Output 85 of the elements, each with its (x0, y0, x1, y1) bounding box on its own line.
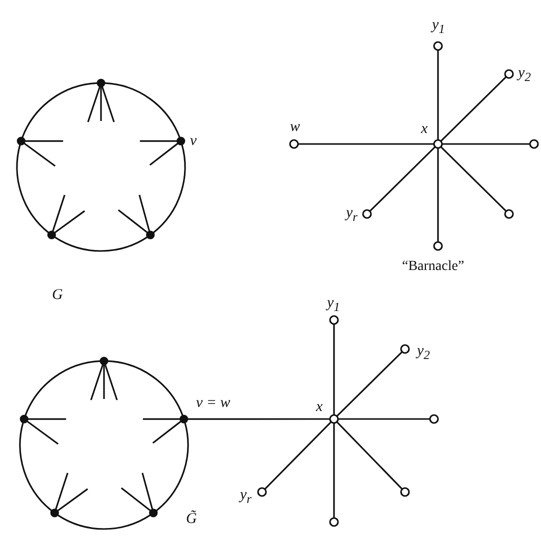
vertex-circle (529, 139, 539, 149)
edge-line (187, 418, 330, 420)
graph-label: G̃ (186, 512, 197, 527)
edge-stub (120, 487, 152, 512)
edge-stub (138, 194, 150, 232)
cycle-arc (24, 360, 101, 416)
edge-stub (24, 140, 64, 142)
vertex-dot (100, 356, 108, 366)
vertex-dot (149, 508, 158, 518)
edge-line (437, 148, 439, 242)
figure-caption: “Barnacle” (402, 260, 464, 274)
edge-stub (142, 472, 154, 510)
vertex-circle (504, 69, 514, 79)
vertex-dot (20, 414, 28, 424)
vertex-label: y$_{r}$ (240, 488, 252, 506)
cycle-arc (22, 82, 98, 138)
cycle-arc (156, 422, 189, 512)
edge-line (437, 50, 439, 140)
vertex-label: v (190, 134, 197, 149)
edge-line (336, 421, 403, 490)
edge-line (333, 423, 335, 518)
cycle-arc (152, 144, 186, 234)
vertex-label: x (316, 400, 323, 415)
vertex-dot (47, 230, 56, 240)
vertex-label: x (421, 122, 428, 137)
cycle-arc (104, 82, 180, 138)
vertex-label: y$_{1}$ (432, 18, 445, 36)
vertex-circle (433, 241, 443, 251)
edge-stub (118, 209, 148, 234)
edge-line (338, 418, 430, 420)
vertex-label: y$_{2}$ (417, 344, 430, 362)
vertex-dot (146, 230, 155, 240)
vertex-circle (329, 315, 339, 325)
edge-stub (87, 86, 101, 122)
vertex-label: w (290, 120, 300, 135)
vertex-circle (429, 414, 439, 424)
vertex-circle (400, 344, 410, 354)
edge-stub (54, 210, 86, 234)
cycle-arc (57, 514, 151, 530)
edge-line (264, 421, 332, 490)
cycle-arc (19, 422, 52, 512)
vertex-circle (329, 414, 339, 424)
vertex-label: y$_{2}$ (518, 66, 531, 84)
cycle-arc (16, 144, 50, 234)
edge-line (333, 324, 335, 415)
edge-line (440, 146, 507, 212)
graph-label: G (52, 288, 63, 303)
edge-line (298, 143, 434, 145)
edge-line (440, 76, 507, 142)
edge-stub (52, 194, 66, 232)
edge-stub (90, 364, 104, 400)
edge-stub (101, 86, 115, 122)
vertex-dot (16, 136, 26, 146)
cycle-arc (107, 360, 184, 416)
edge-stub (149, 142, 179, 166)
edge-stub (56, 488, 88, 512)
vertex-circle (433, 139, 443, 149)
vertex-circle (400, 487, 410, 497)
vertex-circle (289, 139, 299, 149)
edge-stub (104, 364, 118, 400)
vertex-dot (180, 414, 188, 424)
vertex-circle (257, 487, 267, 497)
vertex-circle (433, 41, 443, 51)
vertex-dot (50, 508, 59, 518)
edge-stub (54, 472, 68, 510)
edge-line (442, 143, 530, 145)
edge-stub (103, 364, 105, 399)
vertex-dot (176, 136, 186, 146)
vertex-dot (96, 78, 106, 88)
edge-stub (152, 420, 182, 444)
vertex-label: v = w (196, 396, 230, 411)
vertex-label: y$_{1}$ (327, 296, 340, 314)
cycle-arc (54, 236, 148, 252)
edge-stub (140, 140, 178, 142)
vertex-label: y$_{r}$ (346, 206, 358, 224)
edge-line (336, 351, 403, 417)
edge-stub (100, 86, 102, 121)
vertex-circle (329, 517, 339, 527)
edge-stub (142, 418, 180, 420)
edge-stub (26, 420, 59, 445)
edge-stub (28, 418, 66, 420)
vertex-circle (362, 209, 372, 219)
edge-stub (23, 142, 56, 167)
vertex-circle (504, 209, 514, 219)
edge-line (369, 146, 436, 212)
